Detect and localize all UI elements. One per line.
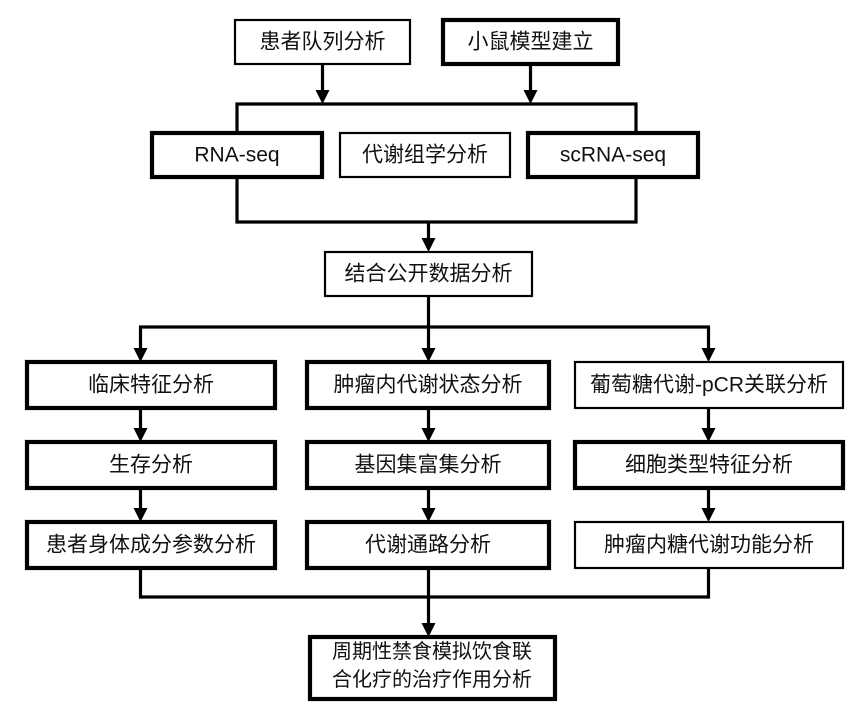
- node-box-fmd-chemo-effect[interactable]: [307, 634, 558, 702]
- arrowhead-cell-type-features: [701, 428, 716, 442]
- node-box-metabolomics[interactable]: [338, 131, 512, 179]
- node-label-body-composition: 患者身体成分参数分析: [46, 534, 256, 557]
- arrowhead-metabolic-pathway: [421, 508, 436, 522]
- node-box-clinical-features[interactable]: [24, 359, 278, 411]
- node-label-gene-set-enrichment: 基因集富集分析: [355, 454, 502, 477]
- node-label-metabolomics: 代谢组学分析: [362, 144, 488, 167]
- node-label-clinical-features: 临床特征分析: [88, 374, 214, 397]
- node-box-patient-cohort[interactable]: [233, 18, 412, 66]
- node-box-glucose-pcr[interactable]: [573, 360, 845, 410]
- arrowhead-glucose-pcr: [701, 348, 716, 362]
- arrowhead-public-data: [421, 238, 436, 252]
- arrowhead-body-composition: [133, 508, 148, 522]
- node-box-metabolic-pathway[interactable]: [304, 519, 552, 571]
- connector-layer: [133, 64, 716, 637]
- node-label-glucose-pcr: 葡萄糖代谢-pCR关联分析: [590, 374, 828, 397]
- node-label-cell-type-features: 细胞类型特征分析: [625, 454, 793, 477]
- merge-bus-1: [235, 177, 638, 224]
- node-label-metabolic-pathway: 代谢通路分析: [365, 534, 491, 557]
- node-body-composition[interactable]: 患者身体成分参数分析: [24, 519, 278, 571]
- node-survival-analysis[interactable]: 生存分析: [24, 439, 278, 491]
- node-label-rna-seq: RNA-seq: [194, 144, 279, 167]
- node-layer: 患者队列分析 小鼠模型建立 RNA-seq 代谢组学分析 scRNA-seq 结: [24, 17, 846, 702]
- node-tumor-glucose-func[interactable]: 肿瘤内糖代谢功能分析: [573, 520, 845, 570]
- node-box-cell-type-features[interactable]: [572, 439, 846, 491]
- node-metabolomics[interactable]: 代谢组学分析: [338, 131, 512, 179]
- node-box-tumor-glucose-func[interactable]: [573, 520, 845, 570]
- node-gene-set-enrichment[interactable]: 基因集富集分析: [304, 439, 552, 491]
- node-label-fmd-chemo-effect: 周期性禁食模拟饮食联合化疗的治疗作用分析: [332, 640, 532, 691]
- node-box-public-data[interactable]: [323, 250, 534, 298]
- arrowhead-tumor-glucose-func: [701, 508, 716, 522]
- arrowhead-gene-set-enrichment: [421, 428, 436, 442]
- node-glucose-pcr[interactable]: 葡萄糖代谢-pCR关联分析: [573, 360, 845, 410]
- node-label-mouse-model: 小鼠模型建立: [468, 31, 594, 54]
- node-public-data[interactable]: 结合公开数据分析: [323, 250, 534, 298]
- node-tumor-metab-state[interactable]: 肿瘤内代谢状态分析: [304, 359, 552, 411]
- arrowhead-clinical-features: [133, 348, 148, 362]
- node-label-tumor-metab-state: 肿瘤内代谢状态分析: [334, 374, 523, 397]
- node-fmd-chemo-effect[interactable]: 周期性禁食模拟饮食联合化疗的治疗作用分析: [307, 634, 558, 702]
- node-label-scrna-seq: scRNA-seq: [560, 144, 666, 167]
- node-label-public-data: 结合公开数据分析: [345, 263, 513, 286]
- arrowhead-mouse-model: [523, 90, 538, 104]
- node-cell-type-features[interactable]: 细胞类型特征分析: [572, 439, 846, 491]
- node-label-tumor-glucose-func: 肿瘤内糖代谢功能分析: [604, 534, 814, 557]
- node-label-survival-analysis: 生存分析: [109, 454, 193, 477]
- arrowhead-tumor-metab-state: [421, 348, 436, 362]
- node-box-survival-analysis[interactable]: [24, 439, 278, 491]
- arrowhead-patient-cohort: [315, 90, 330, 104]
- node-label-patient-cohort: 患者队列分析: [260, 31, 386, 54]
- node-box-mouse-model[interactable]: [440, 17, 621, 67]
- node-box-tumor-metab-state[interactable]: [304, 359, 552, 411]
- node-patient-cohort[interactable]: 患者队列分析: [233, 18, 412, 66]
- merge-bus-2: [138, 568, 711, 599]
- node-metabolic-pathway[interactable]: 代谢通路分析: [304, 519, 552, 571]
- node-box-scrna-seq[interactable]: [525, 130, 701, 180]
- node-scrna-seq[interactable]: scRNA-seq: [525, 130, 701, 180]
- arrowhead-fmd-chemo-effect: [421, 623, 436, 637]
- node-rna-seq[interactable]: RNA-seq: [149, 130, 325, 180]
- node-box-gene-set-enrichment[interactable]: [304, 439, 552, 491]
- node-box-rna-seq[interactable]: [149, 130, 325, 180]
- node-mouse-model[interactable]: 小鼠模型建立: [440, 17, 621, 67]
- arrowhead-survival-analysis: [133, 428, 148, 442]
- split-bus-1: [235, 102, 638, 133]
- node-box-body-composition[interactable]: [24, 519, 278, 571]
- node-clinical-features[interactable]: 临床特征分析: [24, 359, 278, 411]
